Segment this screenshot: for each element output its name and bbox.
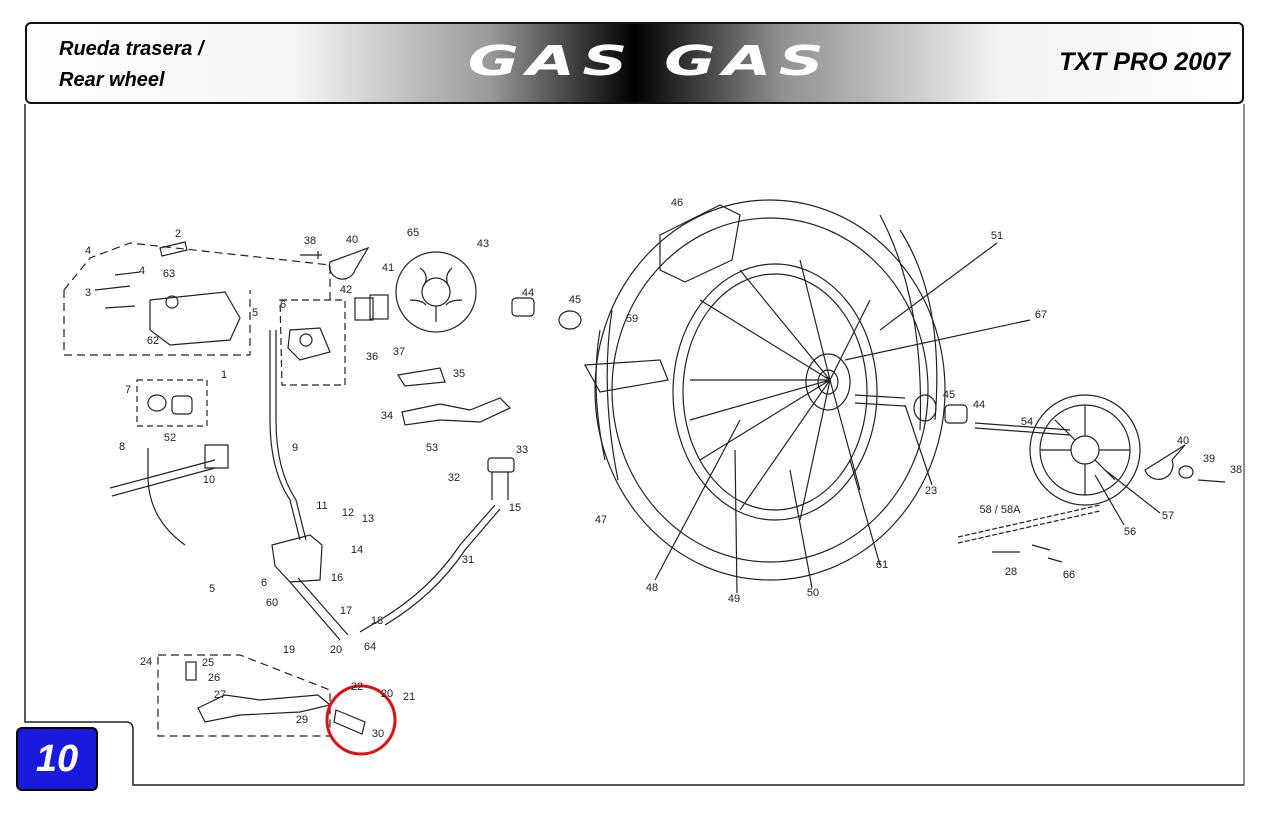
section-title: Rueda trasera / Rear wheel [59,34,204,96]
part-label-11: 11 [316,500,327,512]
part-label-20: 20 [330,644,342,656]
spokes [689,259,871,521]
part-label-2: 2 [175,228,181,240]
brand-logo: GAS GAS [467,37,832,85]
part-label-36: 36 [366,351,378,363]
part-label-25: 25 [202,657,214,669]
part-label-44: 44 [973,399,985,411]
part-label-39: 39 [1203,453,1215,465]
part-label-47: 47 [595,514,607,526]
part-label-17: 17 [340,605,352,617]
brake-disc [395,251,477,333]
rear-tyre [594,199,946,581]
brake-pedal-group [157,654,331,737]
part-label-54: 54 [1021,416,1033,428]
part-label-32: 32 [448,472,460,484]
axle [974,422,1071,436]
part-label-24: 24 [140,656,152,668]
part-label-15: 15 [509,502,521,514]
part-label-16: 16 [331,572,343,584]
part-label-59: 59 [626,313,638,325]
part-label-52: 52 [164,432,176,444]
part-label-56: 56 [1124,526,1136,538]
part-label-46: 46 [671,197,683,209]
part-label-37: 37 [393,346,405,358]
part-label-42: 42 [340,284,352,296]
part-label-30: 30 [372,728,384,740]
part-label-21: 21 [403,691,415,703]
part-label-10: 10 [203,474,215,486]
drive-chain [957,504,1101,544]
part-label-50: 50 [807,587,819,599]
part-label-41: 41 [382,262,394,274]
highlight-circle-part-30 [325,684,397,756]
part-label-7: 7 [125,384,131,396]
part-label-20: 20 [381,688,393,700]
part-label-13: 13 [362,513,374,525]
part-label-38: 38 [1230,464,1242,476]
part-label-53: 53 [426,442,438,454]
header-banner: Rueda trasera / Rear wheel GAS GAS TXT P… [25,22,1244,104]
part-label-61: 61 [876,559,888,571]
part-label-60: 60 [266,597,278,609]
master-cylinder [271,534,323,583]
part-label-28: 28 [1005,566,1017,578]
part-label-58-58A: 58 / 58A [980,504,1022,516]
part-label-44: 44 [522,287,534,299]
brake-hose-31 [359,504,496,633]
part-label-9: 9 [292,442,298,454]
rim [672,263,878,521]
part-label-29: 29 [296,714,308,726]
part-label-31: 31 [462,554,474,566]
title-english: Rear wheel [59,69,165,91]
part-label-51: 51 [991,230,1003,242]
part-label-38: 38 [304,235,316,247]
part-label-33: 33 [516,444,528,456]
part-label-6: 6 [261,577,267,589]
part-label-1: 1 [221,369,227,381]
part-label-64: 64 [364,641,376,653]
part-label-66: 66 [1063,569,1075,581]
part-label-49: 49 [728,593,740,605]
brake-caliper-piston [287,327,331,361]
title-spanish: Rueda trasera / [59,38,204,60]
part-label-4: 4 [139,265,145,277]
part-label-35: 35 [453,368,465,380]
brake-hose [269,330,301,541]
model-name: TXT PRO 2007 [1059,48,1230,76]
part-label-40: 40 [1177,435,1189,447]
part-label-22: 22 [351,681,363,693]
part-label-65: 65 [407,227,419,239]
part-label-43: 43 [477,238,489,250]
part-label-18: 18 [371,615,383,627]
part-label-5: 5 [252,307,258,319]
part-label-8: 8 [119,441,125,453]
part-label-62: 62 [147,335,159,347]
part-label-6: 6 [280,299,286,311]
part-label-19: 19 [283,644,295,656]
part-label-12: 12 [342,507,354,519]
part-label-26: 26 [208,672,220,684]
part-label-14: 14 [351,544,363,556]
part-label-45: 45 [569,294,581,306]
rear-sprocket [1029,394,1141,506]
part-label-48: 48 [646,582,658,594]
part-label-34: 34 [381,410,393,422]
part-label-27: 27 [214,689,226,701]
brake-caliper [149,291,241,346]
part-label-4: 4 [85,245,91,257]
part-label-67: 67 [1035,309,1047,321]
part-label-63: 63 [163,268,175,280]
part-label-57: 57 [1162,510,1174,522]
hub [805,353,851,411]
part-label-23: 23 [925,485,937,497]
part-label-5: 5 [209,583,215,595]
part-label-3: 3 [85,287,91,299]
page-number-badge: 10 [16,727,98,791]
part-label-40: 40 [346,234,358,246]
caliper-group-outline [63,242,331,300]
part-label-45: 45 [943,389,955,401]
